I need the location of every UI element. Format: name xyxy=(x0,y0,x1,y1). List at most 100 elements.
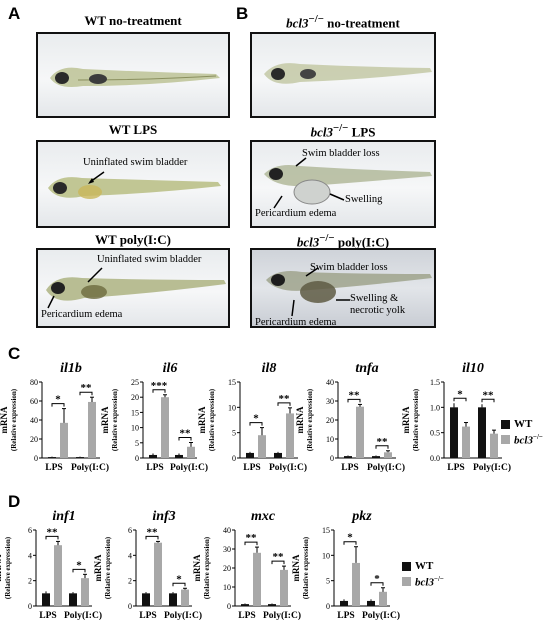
bar-ko xyxy=(352,562,360,606)
legend-item-ko: bcl3−/− xyxy=(402,575,444,589)
bar-wt xyxy=(149,454,157,458)
y-axis-label: mRNA xyxy=(197,406,207,433)
y-axis-label-sub: (Relative expression) xyxy=(4,536,12,599)
significance-bracket xyxy=(347,398,361,403)
y-tick-label: 10 xyxy=(322,551,330,560)
significance-bracket xyxy=(45,535,59,540)
photo-wt-lps xyxy=(36,140,230,228)
x-category-label: LPS xyxy=(243,463,260,473)
significance-bracket xyxy=(343,541,357,545)
significance-bracket xyxy=(277,402,291,406)
y-tick-label: 5 xyxy=(326,577,330,586)
significance-bracket xyxy=(145,535,159,540)
annotation-ko-polyic-swell1: Swelling & xyxy=(350,293,399,304)
legend-item-ko: bcl3−/− xyxy=(501,433,543,447)
genotype-sup: −/− xyxy=(319,232,335,244)
significance-label: * xyxy=(55,394,61,406)
bar-wt xyxy=(478,407,486,458)
significance-label: ** xyxy=(483,389,495,401)
y-axis-label-sub: (Relative expression) xyxy=(208,388,216,451)
bar-ko xyxy=(258,435,266,458)
y-axis-label-sub: (Relative expression) xyxy=(10,388,18,451)
photo-wt-polyic xyxy=(36,248,230,328)
bar-wt xyxy=(450,407,458,458)
legend-gene: bcl3 xyxy=(514,434,533,447)
significance-label: * xyxy=(176,573,182,585)
bar-wt xyxy=(48,457,56,458)
significance-label: * xyxy=(253,413,259,425)
y-tick-label: 0 xyxy=(330,454,334,463)
legend-sup: −/− xyxy=(433,575,444,583)
bar-wt xyxy=(274,452,282,458)
y-tick-label: 10 xyxy=(131,424,139,433)
bar-wt xyxy=(69,593,77,606)
significance-bracket xyxy=(481,398,495,403)
chart-title: il10 xyxy=(462,361,484,376)
y-tick-label: 25 xyxy=(131,378,139,387)
y-tick-label: 0 xyxy=(28,602,32,611)
significance-bracket xyxy=(249,422,263,426)
x-category-label: Poly(I:C) xyxy=(269,462,307,473)
x-category-label: LPS xyxy=(45,463,62,473)
legend-c: WT bcl3−/− xyxy=(501,418,543,447)
larva-image xyxy=(266,267,432,317)
significance-label: * xyxy=(347,532,353,544)
panel-letter-b: B xyxy=(236,4,249,23)
y-tick-label: 0.0 xyxy=(430,454,440,463)
panel-letter-d: D xyxy=(8,492,21,511)
chart-title: inf1 xyxy=(52,509,75,524)
larva-image xyxy=(264,157,432,209)
significance-bracket xyxy=(178,436,192,441)
bar-ko xyxy=(161,397,169,458)
chart-title: il1b xyxy=(60,361,82,376)
x-category-label: Poly(I:C) xyxy=(71,462,109,473)
title-suffix: no-treatment xyxy=(323,15,400,31)
y-tick-label: 10 xyxy=(228,403,236,412)
legend-label-wt: WT xyxy=(415,560,434,572)
y-axis-label-sub: (Relative expression) xyxy=(412,388,420,451)
y-axis-label: mRNA xyxy=(0,406,9,433)
x-category-label: Poly(I:C) xyxy=(367,462,405,473)
bar-ko xyxy=(187,446,195,458)
photo-ko-lps xyxy=(250,140,436,228)
gene-name-bcl3: bcl3 xyxy=(310,124,333,140)
y-tick-label: 40 xyxy=(223,526,231,535)
gene-name-bcl3: bcl3 xyxy=(296,234,320,250)
x-category-label: LPS xyxy=(447,463,464,473)
significance-bracket xyxy=(79,391,93,396)
bar-wt xyxy=(344,456,352,458)
bar-wt xyxy=(268,604,276,606)
bar-wt xyxy=(367,600,375,606)
bar-wt xyxy=(76,457,84,458)
bar-ko xyxy=(356,406,364,458)
bar-wt xyxy=(241,604,249,606)
y-tick-label: 20 xyxy=(326,416,334,425)
bar-ko xyxy=(54,545,62,606)
significance-label: * xyxy=(76,559,82,571)
annotation-ko-polyic-peri: Pericardium edema xyxy=(255,317,337,328)
bar-ko xyxy=(60,422,68,458)
chart-title: il8 xyxy=(262,361,277,376)
y-axis-label: mRNA xyxy=(401,406,411,433)
photo-wt-untreated xyxy=(36,32,230,118)
chart-title: il6 xyxy=(163,361,178,376)
chart-title: inf3 xyxy=(152,509,175,524)
y-tick-label: 2 xyxy=(128,577,132,586)
significance-label: * xyxy=(374,573,380,585)
y-axis-label-sub: (Relative expression) xyxy=(302,536,310,599)
significance-bracket xyxy=(271,560,285,565)
x-category-label: Poly(I:C) xyxy=(473,462,511,473)
bar-ko xyxy=(379,591,387,606)
y-axis-label: mRNA xyxy=(291,554,301,581)
significance-label: ** xyxy=(246,532,258,544)
annotation-wt-lps-swim: Uninflated swim bladder xyxy=(83,157,188,168)
larva-image xyxy=(46,267,226,309)
photo-ko-polyic xyxy=(250,248,436,328)
x-category-label: LPS xyxy=(341,463,358,473)
bar-ko xyxy=(384,452,392,458)
photo-title-wt-lps: WT LPS xyxy=(108,122,158,137)
significance-label: *** xyxy=(151,380,168,392)
significance-bracket xyxy=(51,403,65,407)
significance-label: ** xyxy=(273,551,285,563)
